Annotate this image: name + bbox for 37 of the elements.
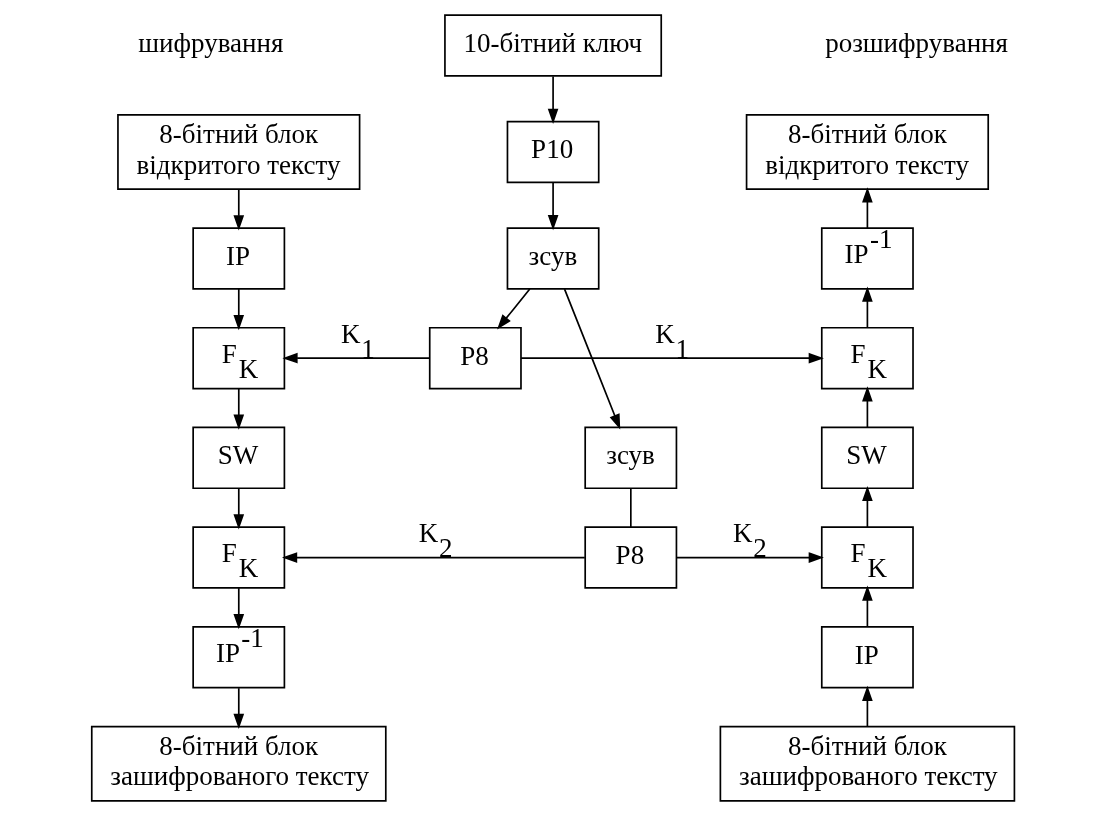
arrow bbox=[233, 587, 245, 630]
arrow bbox=[862, 187, 873, 229]
arrow bbox=[233, 687, 245, 729]
node-box: 10-бітний ключ bbox=[444, 14, 663, 77]
node-box: P8 bbox=[428, 326, 522, 390]
node-box: зсув bbox=[584, 426, 678, 490]
node-box: 8-бітний блок відкритого тексту bbox=[745, 113, 990, 190]
arrow bbox=[233, 188, 245, 231]
arrow bbox=[281, 552, 586, 563]
node-box: IP bbox=[192, 227, 286, 290]
arrow bbox=[520, 352, 824, 364]
arrow bbox=[862, 585, 873, 628]
node-box: 8-бітний блок відкритого тексту bbox=[117, 113, 361, 190]
connector bbox=[629, 487, 632, 528]
node-box: 8-бітний блок зашифрованого тексту bbox=[90, 725, 387, 802]
node-box: IP bbox=[820, 626, 914, 689]
arrow bbox=[676, 552, 824, 563]
arrow bbox=[233, 387, 245, 430]
arrow bbox=[547, 75, 559, 124]
node-box: P10 bbox=[506, 120, 600, 184]
arrow bbox=[547, 182, 559, 231]
arrow bbox=[497, 288, 531, 330]
arrow bbox=[563, 288, 621, 430]
node-box: зсув bbox=[506, 227, 600, 290]
arrow bbox=[233, 288, 245, 331]
arrow bbox=[282, 352, 431, 364]
arrow bbox=[862, 386, 873, 429]
node-box: SW bbox=[192, 426, 286, 490]
node-box: 8-бітний блок зашифрованого тексту bbox=[719, 725, 1016, 802]
arrow bbox=[862, 286, 873, 329]
label: шифрування bbox=[138, 27, 284, 58]
node-box: SW bbox=[820, 426, 914, 490]
node-box: P8 bbox=[584, 526, 678, 589]
arrow bbox=[862, 685, 873, 728]
arrow bbox=[862, 485, 873, 528]
arrow bbox=[233, 487, 245, 530]
label: розшифрування bbox=[825, 27, 1008, 58]
